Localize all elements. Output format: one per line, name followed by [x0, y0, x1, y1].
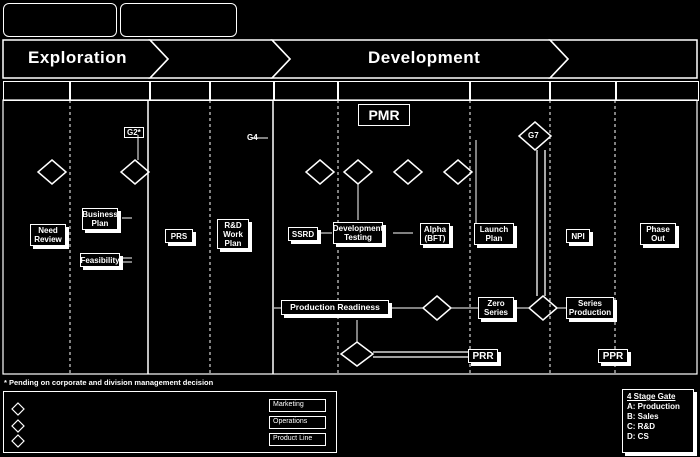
process-box-zero-series: Zero Series [478, 297, 514, 319]
pmr-box: PMR [358, 104, 410, 126]
process-box-ssrd: SSRD [288, 227, 318, 241]
process-box-business-plan: Business Plan [82, 208, 118, 230]
decision-diamond [304, 159, 336, 185]
footnote: * Pending on corporate and division mana… [4, 378, 214, 387]
phase-chevrons [2, 39, 698, 79]
process-box-feasibility: Feasibility [80, 253, 120, 267]
process-box-rnd-work-plan: R&D Work Plan [217, 219, 249, 249]
review-box-prr: PRR [468, 349, 498, 363]
gate-g2: G2* [124, 127, 144, 138]
phase-label-exploration: Exploration [28, 48, 128, 67]
legend-tag-operations: Operations [269, 416, 326, 429]
stage-gate-legend: 4 Stage Gate A: Production B: Sales C: R… [622, 389, 694, 453]
legend-diamond-icon [11, 402, 25, 416]
process-box-prs: PRS [165, 229, 193, 243]
gate-g4: G4 [247, 133, 258, 142]
decision-diamond [36, 159, 68, 185]
process-box-npi: NPI [566, 229, 590, 243]
phase-label-development: Development [368, 48, 481, 67]
review-box-ppr: PPR [598, 349, 628, 363]
top-tab-2[interactable] [120, 3, 237, 37]
legend-tag-label: Marketing [273, 401, 304, 408]
decision-diamond [527, 295, 559, 321]
process-box-phase-out: Phase Out [640, 223, 676, 245]
process-box-alpha-bft: Alpha (BFT) [420, 223, 450, 245]
main-frame [2, 99, 698, 375]
stage-gate-item: B: Sales [627, 412, 659, 421]
decision-diamond [392, 159, 424, 185]
decision-diamond [442, 159, 474, 185]
legend-tag-product-line: Product Line [269, 433, 326, 446]
legend-diamond-icon [11, 434, 25, 448]
legend-tag-label: Operations [273, 418, 308, 425]
legend-tag-label: Product Line [273, 435, 313, 442]
top-tab-1[interactable] [3, 3, 117, 37]
decision-diamond [421, 295, 453, 321]
decision-diamond [119, 159, 151, 185]
legend-diamond-icon [11, 419, 25, 433]
process-box-development-testing: Development Testing [332, 222, 384, 244]
stage-gate-item: D: CS [627, 432, 649, 441]
decision-diamond [342, 159, 374, 185]
stage-gate-title: 4 Stage Gate [627, 392, 676, 401]
legend-panel: Marketing Operations Product Line [3, 391, 337, 453]
phase-chevron-tail [548, 39, 698, 79]
stage-gate-item: C: R&D [627, 422, 655, 431]
legend-tag-marketing: Marketing [269, 399, 326, 412]
decision-diamond [339, 341, 375, 367]
decision-diamond [517, 121, 553, 151]
process-box-series-production: Series Production [566, 297, 614, 319]
process-box-production-readiness: Production Readiness [281, 300, 389, 315]
process-box-launch-plan: Launch Plan [474, 223, 514, 245]
gate-g7: G7 [528, 131, 539, 140]
process-box-need-review: Need Review [30, 224, 66, 246]
stage-gate-item: A: Production [627, 402, 680, 411]
